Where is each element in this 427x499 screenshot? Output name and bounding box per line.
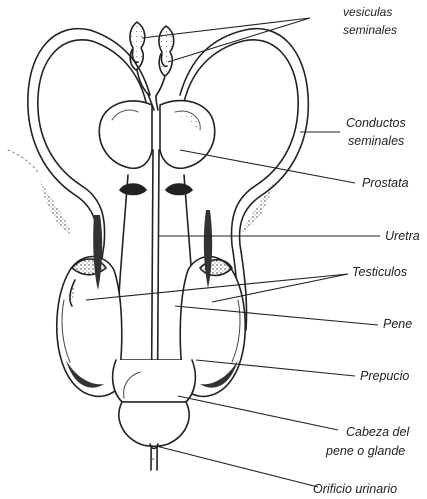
- label-prostata: Prostata: [362, 176, 409, 190]
- prostate-left-lobe: [99, 101, 152, 168]
- label-vesiculas-line2: seminales: [343, 23, 397, 37]
- prostate-base-shading-left: [120, 184, 146, 195]
- leader-cabeza: [178, 396, 338, 430]
- label-conductos-line1: Conductos: [346, 116, 406, 130]
- label-uretra: Uretra: [385, 229, 420, 243]
- leader-orificio: [156, 446, 318, 487]
- labels: vesiculas seminales Conductos seminales …: [313, 5, 420, 496]
- glans: [119, 402, 189, 446]
- label-vesiculas-line1: vesiculas: [343, 5, 392, 19]
- prostate-base-shading-right: [166, 184, 192, 195]
- label-orificio: Orificio urinario: [313, 482, 397, 496]
- male-reproductive-illustration: [8, 22, 308, 470]
- scrotum-shading-right: [242, 180, 274, 232]
- label-cabeza-line2: pene o glande: [325, 444, 405, 458]
- label-pene: Pene: [383, 317, 412, 331]
- prepuce: [113, 360, 196, 402]
- label-testiculos: Testiculos: [352, 265, 407, 279]
- label-conductos-line2: seminales: [348, 134, 404, 148]
- leader-prostata: [180, 150, 355, 183]
- prostate-right-lobe: [160, 101, 215, 169]
- leader-vesiculas-2: [168, 18, 310, 62]
- label-cabeza-line1: Cabeza del: [346, 425, 410, 439]
- label-prepucio: Prepucio: [360, 369, 409, 383]
